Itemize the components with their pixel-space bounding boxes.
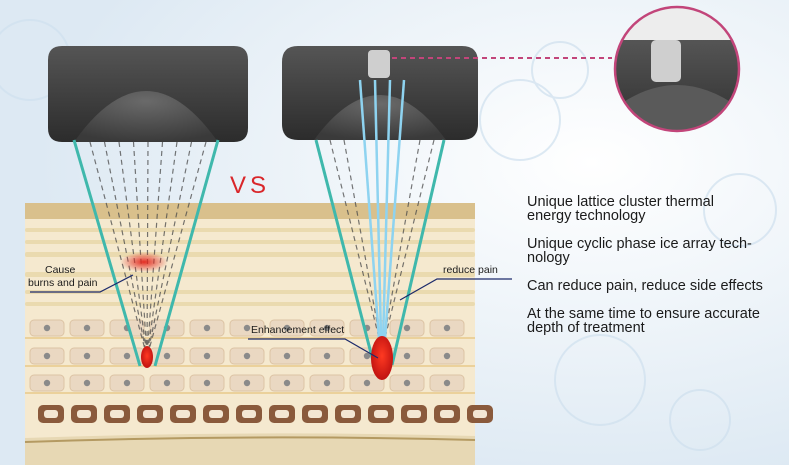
left-beams — [72, 139, 220, 367]
beam-edge-right — [153, 139, 220, 367]
cell-nucleus — [83, 379, 91, 387]
fat-cell-row — [38, 405, 493, 423]
cell-nucleus — [123, 379, 131, 387]
beam-dashed — [146, 141, 207, 358]
feature-1-line2: energy technology — [527, 208, 646, 224]
cell-nucleus — [443, 379, 451, 387]
left-focal-spot — [141, 346, 153, 368]
cell-nucleus — [283, 352, 291, 360]
beam-dashed — [381, 139, 435, 351]
beam-dashed — [146, 141, 193, 358]
cell-nucleus — [283, 324, 291, 332]
fat-cell-core — [143, 410, 157, 418]
fat-cell-core — [374, 410, 388, 418]
right-device — [282, 46, 478, 140]
cell-nucleus — [43, 379, 51, 387]
right-focal-spot — [371, 336, 393, 380]
cell-nucleus — [43, 324, 51, 332]
feature-4: At the same time to ensure accurate dept… — [527, 306, 782, 336]
fat-cell-core — [44, 410, 58, 418]
fat-cell-core — [110, 410, 124, 418]
fat-cell-core — [242, 410, 256, 418]
feature-3-line1: Can reduce pain, reduce side effects — [527, 278, 763, 294]
cell-nucleus — [163, 352, 171, 360]
fat-cell-core — [209, 410, 223, 418]
cell-nucleus — [403, 324, 411, 332]
cell-nucleus — [243, 352, 251, 360]
beam-dashed — [103, 141, 148, 358]
fat-cell-core — [440, 410, 454, 418]
cell-nucleus — [123, 352, 131, 360]
cell-nucleus — [363, 352, 371, 360]
fat-cell-core — [77, 410, 91, 418]
feature-1-line1: Unique lattice cluster thermal — [527, 194, 714, 210]
fat-cell-core — [176, 410, 190, 418]
beam-dashed — [146, 141, 178, 358]
dermis-layers — [25, 228, 475, 306]
beam-edge-right — [390, 139, 446, 366]
cell-rows — [25, 319, 475, 394]
beam-cold — [358, 79, 382, 351]
right-beams — [314, 79, 446, 366]
cell-nucleus — [443, 352, 451, 360]
cause-leader-line — [30, 274, 134, 293]
fat-cell-core — [275, 410, 289, 418]
cell-nucleus — [363, 379, 371, 387]
feature-2-line1: Unique cyclic phase ice array tech- — [527, 236, 752, 252]
cell-nucleus — [243, 379, 251, 387]
cause-label-line1: Cause — [45, 264, 76, 276]
cooling-tip — [368, 50, 390, 78]
cause-label-line2: burns and pain — [28, 277, 98, 289]
fat-cell-core — [473, 410, 487, 418]
cell-nucleus — [203, 352, 211, 360]
cell-nucleus — [203, 379, 211, 387]
cell-nucleus — [83, 352, 91, 360]
beam-dashed — [89, 141, 148, 358]
vs-label: VS — [230, 172, 271, 199]
cell-nucleus — [203, 324, 211, 332]
left-device — [48, 46, 248, 142]
cell-nucleus — [323, 352, 331, 360]
beam-dashed — [118, 141, 148, 358]
cell-nucleus — [443, 324, 451, 332]
feature-2: Unique cyclic phase ice array tech- nolo… — [527, 236, 782, 266]
reduce-pain-label: reduce pain — [443, 264, 498, 276]
feature-4-line1: At the same time to ensure accurate — [527, 306, 760, 322]
feature-3: Can reduce pain, reduce side effects — [527, 278, 782, 294]
cell-nucleus — [163, 379, 171, 387]
fat-cell-core — [308, 410, 322, 418]
cell-nucleus — [243, 324, 251, 332]
enhancement-label: Enhancement effect — [251, 324, 345, 336]
fat-cell-core — [341, 410, 355, 418]
enhancement-leader-line — [248, 338, 379, 359]
feature-2-line2: nology — [527, 250, 570, 266]
cell-nucleus — [323, 379, 331, 387]
beam-cold — [382, 79, 406, 351]
beam-cold — [373, 79, 383, 351]
beam-edge-left — [72, 139, 142, 367]
cell-nucleus — [403, 379, 411, 387]
feature-1: Unique lattice cluster thermal energy te… — [527, 194, 782, 224]
bottom-layer — [25, 433, 475, 465]
cell-nucleus — [83, 324, 91, 332]
cell-nucleus — [283, 379, 291, 387]
feature-4-line2: depth of treatment — [527, 320, 645, 336]
cell-nucleus — [43, 352, 51, 360]
fat-cell-core — [407, 410, 421, 418]
beam-cold — [381, 79, 392, 351]
burn-hot-zone — [120, 252, 168, 272]
reduce-pain-leader-line — [399, 278, 512, 301]
cell-nucleus — [323, 324, 331, 332]
cell-nucleus — [403, 352, 411, 360]
beam-edge-left — [314, 139, 376, 366]
beam-dashed — [329, 139, 383, 351]
